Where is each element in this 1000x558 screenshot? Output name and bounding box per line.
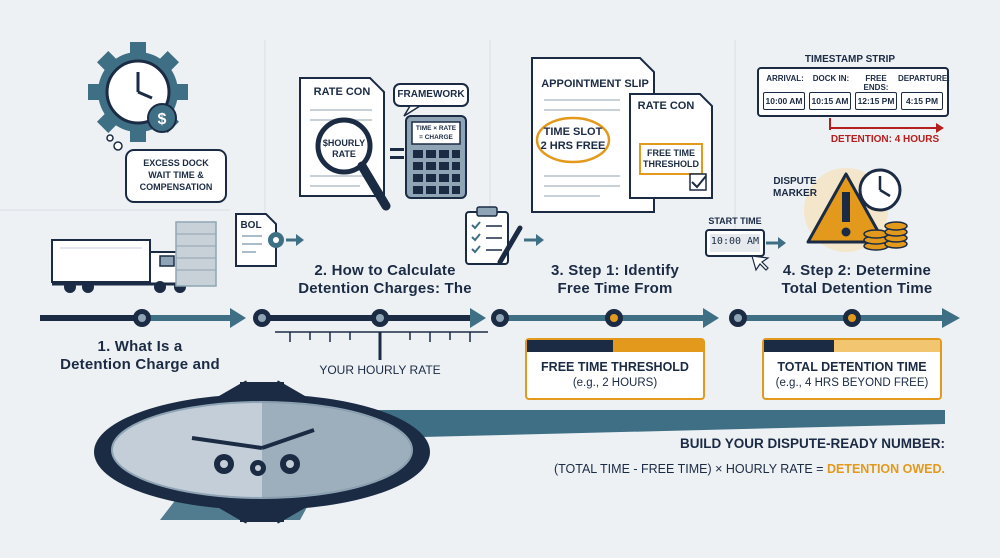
coin-stack-icon	[863, 221, 908, 251]
truck-icon	[51, 221, 217, 293]
total-detention-time-subtitle: (e.g., 4 HRS BEYOND FREE)	[775, 377, 929, 389]
free-time-threshold-box: FREE TIME THRESHOLD (e.g., 2 HOURS)	[525, 338, 705, 400]
framework-label: FRAMEWORK	[397, 89, 465, 100]
detention-span-label: DETENTION: 4 HOURS	[830, 134, 940, 145]
section3-heading-line1: 3. Step 1: Identify	[551, 262, 679, 279]
callout-line-2: WAIT TIME &	[148, 170, 204, 180]
section4-heading-line2: Total Detention Time	[781, 280, 933, 297]
hourly-rate-lens-line2: RATE	[332, 149, 356, 159]
ts-label-arrival: ARRIVAL:	[766, 74, 804, 83]
dispute-marker-line2: MARKER	[773, 188, 817, 199]
time-slot-line2: 2 HRS FREE	[540, 140, 606, 152]
hourly-rate-ruler	[275, 331, 488, 360]
timestamp-strip-frame	[757, 67, 949, 133]
free-time-threshold-title: FREE TIME THRESHOLD	[541, 360, 689, 374]
hourly-rate-lens-line1: $HOURLY	[322, 138, 366, 148]
start-time-label: START TIME	[708, 216, 762, 226]
ts-value-free-ends: 12:15 PM	[855, 92, 897, 110]
ts-value-dock-in: 10:15 AM	[809, 92, 851, 110]
equals-sign	[390, 148, 404, 159]
section1-heading-line1: 1. What Is a	[97, 338, 183, 355]
section3-heading-line2: Free Time From	[557, 280, 673, 297]
callout-bubble	[106, 134, 227, 203]
small-clock-icon	[858, 168, 902, 212]
start-time-value: 10:00 AM	[710, 236, 760, 247]
rate-con-title: RATE CON	[313, 86, 371, 98]
clock-gear-dollar-icon: $	[88, 42, 188, 142]
large-clock-gears-icon	[94, 380, 430, 524]
free-time-threshold-subtitle: (e.g., 2 HOURS)	[572, 377, 658, 389]
free-time-threshold-doc-line1: FREE TIME	[646, 148, 695, 158]
total-detention-time-title: TOTAL DETENTION TIME	[777, 360, 927, 374]
summary-heading: BUILD YOUR DISPUTE-READY NUMBER:	[679, 436, 945, 451]
bol-label: BOL	[240, 220, 262, 231]
section1-heading-line2: Detention Charge and	[60, 356, 220, 373]
summary-formula: (TOTAL TIME - FREE TIME) × HOURLY RATE =…	[520, 462, 945, 476]
ts-value-departure: 4:15 PM	[901, 92, 943, 110]
summary-formula-text: (TOTAL TIME - FREE TIME) × HOURLY RATE =	[553, 462, 827, 476]
section4-heading-line1: 4. Step 2: Determine	[782, 262, 932, 279]
section2-heading-line2: Detention Charges: The	[298, 280, 472, 297]
main-timeline	[40, 308, 960, 328]
svg-text:$: $	[158, 111, 167, 128]
magnifier-icon	[315, 117, 391, 211]
rate-con-document-icon	[629, 93, 713, 199]
your-hourly-rate-label: YOUR HOURLY RATE	[319, 363, 441, 377]
summary-result: DETENTION OWED.	[826, 462, 945, 476]
ts-label-departure: DEPARTURE:	[898, 74, 950, 83]
callout-line-1: EXCESS DOCK	[143, 158, 209, 168]
time-slot-line1: TIME SLOT	[543, 126, 603, 138]
callout-line-3: COMPENSATION	[139, 182, 213, 192]
clipboard-checklist-icon	[465, 206, 544, 265]
ts-label-free-ends: FREE ENDS:	[863, 74, 889, 93]
section2-heading-line1: 2. How to Calculate	[314, 262, 456, 279]
ts-value-arrival: 10:00 AM	[763, 92, 805, 110]
free-time-threshold-doc-line2: THRESHOLD	[643, 159, 699, 169]
rate-con-title-2: RATE CON	[637, 100, 695, 112]
formula-display-line1: TIME × RATE	[415, 125, 457, 132]
formula-display-line2: = CHARGE	[419, 134, 453, 141]
calculator-icon	[405, 115, 467, 199]
dispute-marker-line1: DISPUTE	[773, 176, 817, 187]
ts-label-dock-in: DOCK IN:	[812, 74, 850, 83]
appointment-slip-title: APPOINTMENT SLIP	[541, 78, 649, 90]
bol-document-icon	[235, 213, 304, 267]
total-detention-time-box: TOTAL DETENTION TIME (e.g., 4 HRS BEYOND…	[762, 338, 942, 400]
framework-bubble	[393, 83, 469, 117]
digital-clock-icon	[705, 229, 786, 272]
timestamp-strip-title: TIMESTAMP STRIP	[804, 54, 896, 65]
